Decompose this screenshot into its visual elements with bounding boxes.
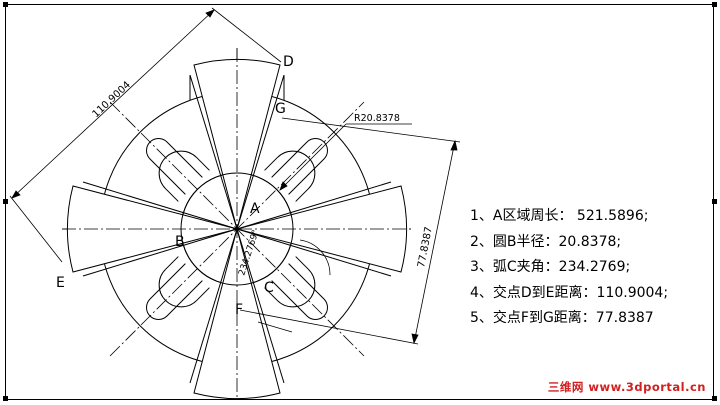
grip-handle-mid-left[interactable] xyxy=(3,199,8,204)
answer-3: 3、弧C夹角：234.2769; xyxy=(470,259,631,275)
radius-text: R20.8378 xyxy=(354,113,400,124)
answer-5: 5、交点F到G距离：77.8387 xyxy=(470,310,654,326)
watermark-url: www.3dportal.cn xyxy=(588,380,706,394)
label-c: C xyxy=(264,280,274,296)
grip-handle-mid-right[interactable] xyxy=(712,199,717,204)
label-b: B xyxy=(175,234,185,250)
label-g: G xyxy=(275,101,286,117)
dim-fg-text: 77.8387 xyxy=(416,226,435,269)
dimension-fg xyxy=(239,117,461,345)
label-a: A xyxy=(250,201,260,217)
answer-2: 2、圆B半径：20.8378; xyxy=(470,233,622,250)
dimension-de xyxy=(9,7,282,263)
label-f: F xyxy=(235,302,243,318)
answer-list: 1、A区域周长： 521.5896; 2、圆B半径：20.8378; 3、弧C夹… xyxy=(470,204,718,332)
angle-arc-c xyxy=(257,239,331,333)
answer-1: 1、A区域周长： 521.5896; xyxy=(470,208,649,224)
answer-4: 4、交点D到E距离：110.9004; xyxy=(470,284,669,301)
radius-leader xyxy=(279,123,412,191)
grip-handle-top-left[interactable] xyxy=(3,2,8,7)
label-e: E xyxy=(56,275,65,291)
grip-handle-bottom-left[interactable] xyxy=(3,396,8,401)
grip-handle-top-right[interactable] xyxy=(712,2,717,7)
watermark-chinese: 三维网 xyxy=(547,380,584,394)
dim-de-text: 110.9004 xyxy=(91,80,133,121)
grip-handle-bottom-right[interactable] xyxy=(712,396,717,401)
label-d: D xyxy=(283,54,294,70)
diagonal-slots xyxy=(146,138,328,320)
site-watermark: 三维网 www.3dportal.cn xyxy=(548,379,706,395)
